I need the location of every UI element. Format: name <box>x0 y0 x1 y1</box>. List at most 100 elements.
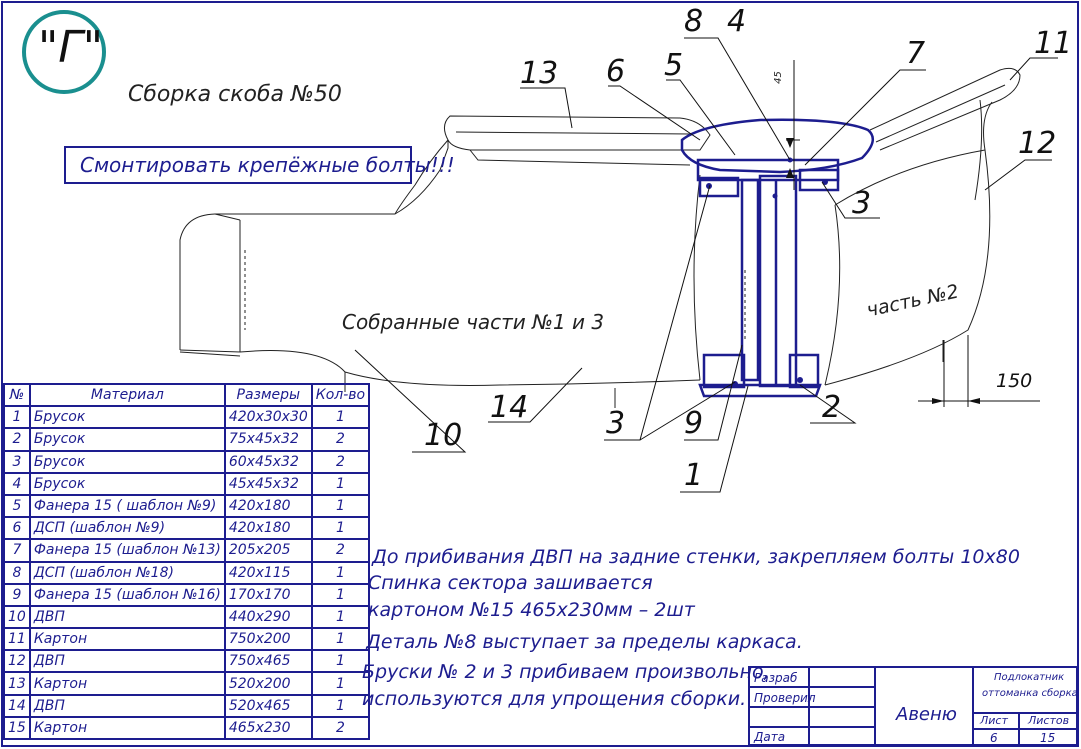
callout-11: 11 <box>1034 26 1073 61</box>
label-assembled-parts: Собранные части №1 и 3 <box>342 310 605 334</box>
bom-cell-material: Фанера 15 ( шаблон №9) <box>28 493 226 519</box>
note-line-5: Бруски № 2 и 3 прибиваем произвольно, <box>362 661 770 683</box>
logo-circle <box>22 10 106 94</box>
stamp-company: Авеню <box>896 704 957 725</box>
bom-cell-number: 12 <box>3 649 31 674</box>
callout-6: 6 <box>606 54 626 89</box>
bom-cell-number: 1 <box>3 405 31 430</box>
bom-cell-qty: 2 <box>310 427 371 452</box>
bom-cell-size: 440х290 <box>223 604 313 630</box>
bom-cell-number: 6 <box>3 516 31 541</box>
bom-cell-size: 750х200 <box>223 627 313 652</box>
callout-3-lower: 3 <box>606 406 626 441</box>
bom-cell-number: 3 <box>3 449 31 474</box>
callout-9: 9 <box>684 406 704 441</box>
bom-header-material: Материал <box>28 382 226 408</box>
bom-cell-size: 420х180 <box>223 516 313 541</box>
callout-3-upper: 3 <box>852 186 872 221</box>
bom-cell-size: 205х205 <box>223 538 313 563</box>
bom-cell-material: Брусок <box>28 427 226 452</box>
bom-cell-material: Картон <box>28 671 226 696</box>
callout-12: 12 <box>1018 126 1057 161</box>
callout-5: 5 <box>664 48 684 83</box>
bom-cell-number: 2 <box>3 427 31 452</box>
bom-cell-qty: 1 <box>310 560 371 585</box>
callout-8: 8 <box>684 4 704 39</box>
warning-box: Смонтировать крепёжные болты!!! <box>64 146 455 184</box>
bom-cell-material: Брусок <box>28 449 226 474</box>
bom-cell-qty: 1 <box>310 582 371 607</box>
bom-cell-qty: 1 <box>310 405 371 430</box>
bom-cell-size: 170х170 <box>223 582 313 607</box>
note-line-4: Деталь №8 выступает за пределы каркаса. <box>366 631 803 653</box>
stamp-date: Дата <box>754 730 786 744</box>
bom-header-number: № <box>3 382 31 408</box>
bom-cell-qty: 1 <box>310 604 371 630</box>
note-line-1: До прибивания ДВП на задние стенки, закр… <box>372 546 1020 568</box>
bom-cell-number: 5 <box>3 493 31 519</box>
stamp-sheets-value: 15 <box>1040 731 1056 745</box>
stamp-sheet-label: Лист <box>980 714 1008 727</box>
bom-cell-number: 4 <box>3 471 31 496</box>
bom-cell-size: 465х230 <box>223 715 313 741</box>
bom-cell-size: 75х45х32 <box>223 427 313 452</box>
bom-cell-number: 9 <box>3 582 31 607</box>
stamp-product-line-2: оттоманка сборка <box>982 688 1078 699</box>
bom-cell-number: 13 <box>3 671 31 696</box>
bom-cell-size: 45х45х32 <box>223 471 313 496</box>
note-line-6: используются для упрощения сборки. <box>362 688 747 710</box>
stamp-checked: Проверил <box>754 691 816 705</box>
callout-14: 14 <box>490 390 529 425</box>
bom-header-qty: Кол-во <box>310 382 371 408</box>
bom-cell-qty: 1 <box>310 471 371 496</box>
callout-2: 2 <box>822 390 842 425</box>
stamp-product-line-1: Подлокатник <box>994 672 1065 683</box>
bom-cell-number: 14 <box>3 693 31 718</box>
bom-cell-number: 15 <box>3 715 31 741</box>
bom-cell-material: ДСП (шаблон №9) <box>28 516 226 541</box>
bom-header-row: № Материал Размеры Кол-во <box>3 382 371 408</box>
title-block: Разраб Проверил Дата Авеню Подлокатник о… <box>748 666 1078 746</box>
bom-cell-material: Брусок <box>28 471 226 496</box>
callout-13: 13 <box>520 56 559 91</box>
logo: "Г" <box>38 22 103 73</box>
bom-cell-material: Картон <box>28 715 226 741</box>
note-line-3: картоном №15 465х230мм – 2шт <box>368 599 695 621</box>
bom-cell-material: Картон <box>28 627 226 652</box>
note-line-2: Спинка сектора зашивается <box>368 572 653 594</box>
bom-cell-number: 11 <box>3 627 31 652</box>
bom-cell-size: 420х180 <box>223 493 313 519</box>
callout-1: 1 <box>684 458 704 493</box>
dimension-150: 150 <box>996 370 1033 392</box>
bom-cell-material: ДСП (шаблон №18) <box>28 560 226 585</box>
bom-cell-size: 520х465 <box>223 693 313 718</box>
bom-cell-qty: 2 <box>310 449 371 474</box>
bom-header-size: Размеры <box>223 382 313 408</box>
bom-cell-qty: 1 <box>310 649 371 674</box>
bom-cell-material: Фанера 15 (шаблон №16) <box>28 582 226 607</box>
callout-10: 10 <box>424 418 463 453</box>
bom-cell-size: 750х465 <box>223 649 313 674</box>
bom-cell-size: 420х30х30 <box>223 405 313 430</box>
bom-cell-material: ДВП <box>28 649 226 674</box>
bom-cell-number: 10 <box>3 604 31 630</box>
bom-cell-size: 520х200 <box>223 671 313 696</box>
bom-cell-number: 7 <box>3 538 31 563</box>
bom-cell-material: ДВП <box>28 693 226 718</box>
callout-4: 4 <box>727 4 747 39</box>
stamp-developed: Разраб <box>754 671 798 685</box>
callout-7: 7 <box>906 36 926 71</box>
dimension-45: 45 <box>772 71 784 84</box>
bom-cell-material: ДВП <box>28 604 226 630</box>
